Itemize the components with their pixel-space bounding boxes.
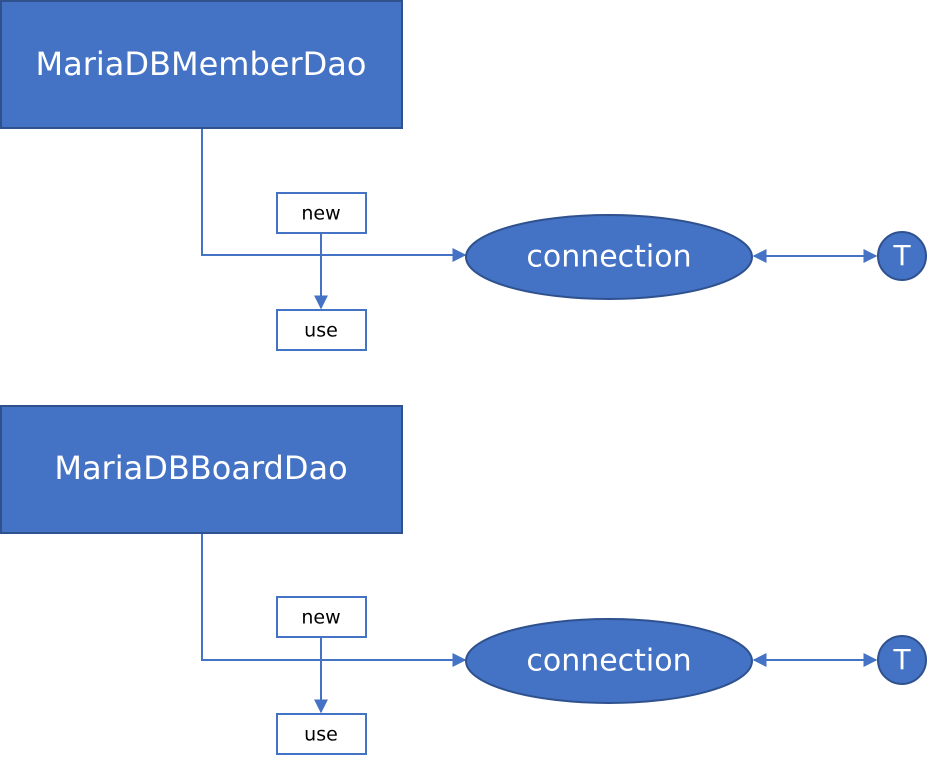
use-box [276,713,367,755]
connection-label: connection [526,240,691,275]
new-box [276,192,367,234]
t-label: T [892,239,911,272]
t-circle [877,231,927,281]
new-label: new [301,607,340,629]
dao-to-connection-line [201,533,467,667]
dao-label: MariaDBBoardDao [54,449,347,487]
connection-label: connection [526,644,691,679]
dao-label: MariaDBMemberDao [36,45,367,83]
dao-box [0,0,403,129]
new-box [276,596,367,638]
new-label: new [301,203,340,225]
use-label: use [304,320,338,342]
dao-box [0,405,403,534]
dao-to-connection-line [201,128,467,262]
group-board-dao: MariaDBBoardDao new use connection T [0,405,927,755]
use-box [276,309,367,351]
connection-ellipse [465,214,753,300]
group-member-dao: MariaDBMemberDao new use connection T [0,0,927,351]
use-label: use [304,724,338,746]
t-label: T [892,643,911,676]
t-circle [877,635,927,685]
connection-ellipse [465,618,753,704]
